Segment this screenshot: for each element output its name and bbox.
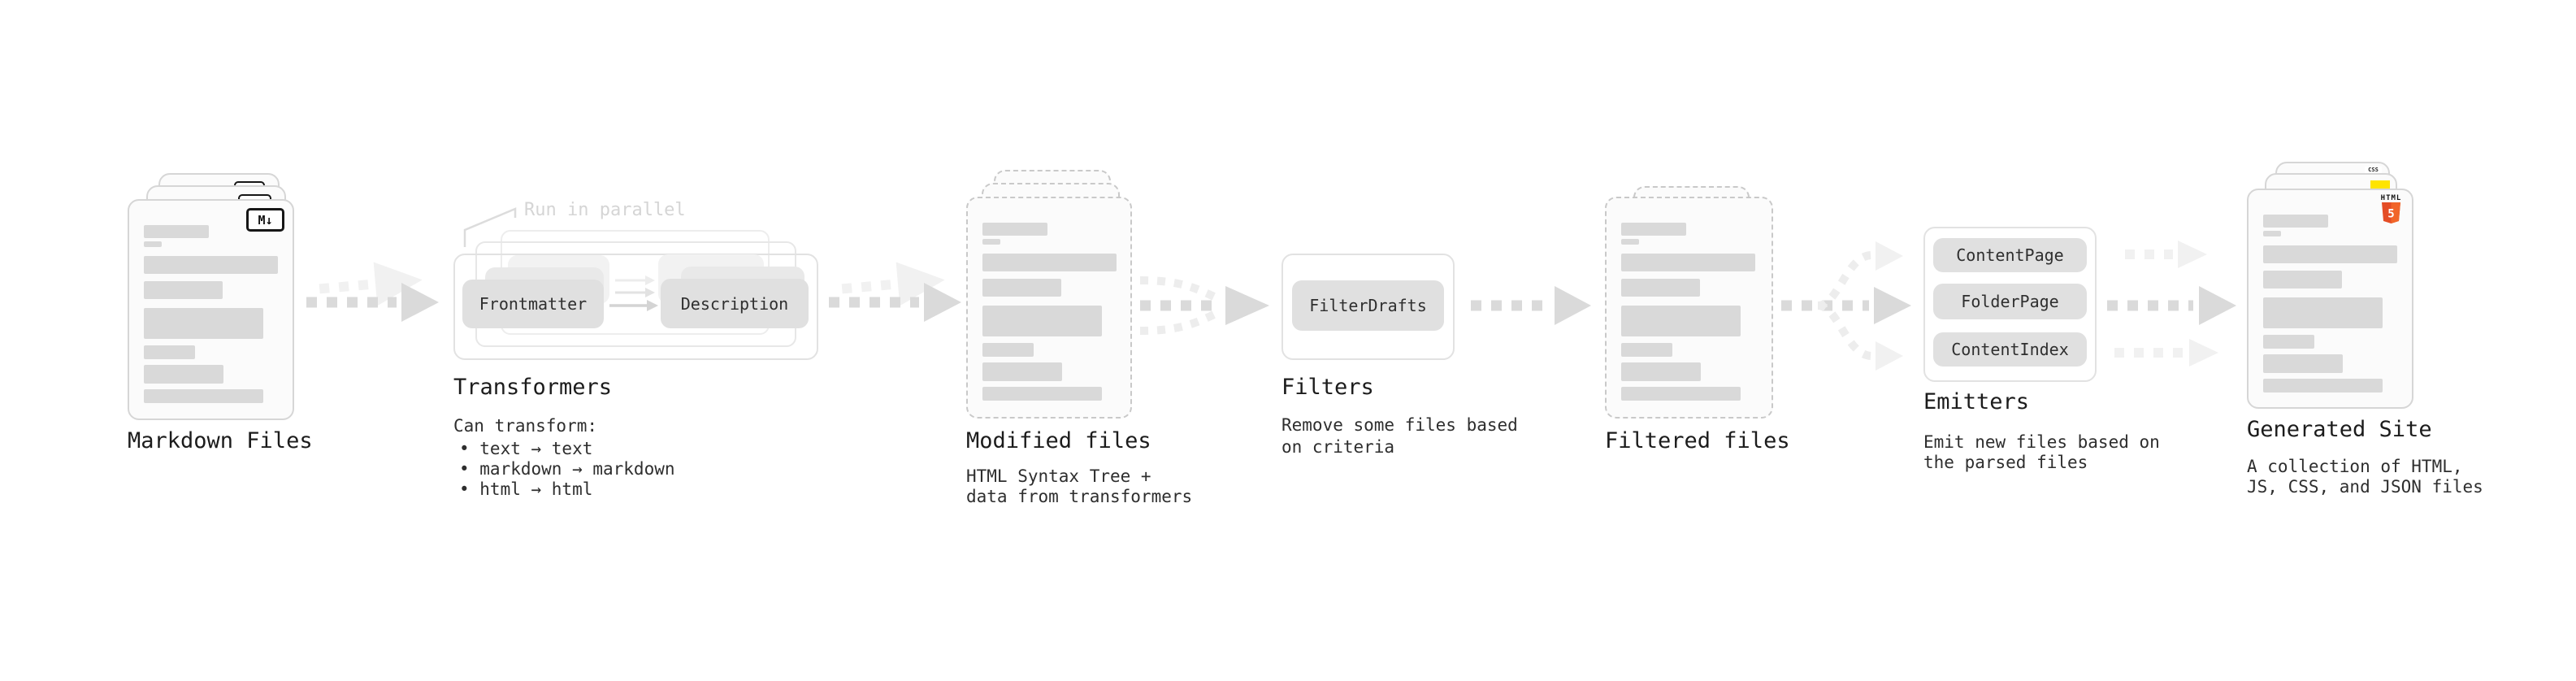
generated-site-label: Generated Site [2247, 417, 2432, 442]
contentindex-emitter-pill: ContentIndex [1933, 332, 2087, 367]
transformer-card [453, 254, 818, 360]
arrows-emitters-to-generated [2107, 241, 2236, 367]
doc-text-bar [1621, 362, 1701, 381]
doc-text-bar [144, 225, 209, 238]
modified-files-label: Modified files [966, 428, 1151, 453]
desc-line: the parsed files [1923, 453, 2088, 472]
arrow-modified-to-filters [1139, 276, 1269, 335]
doc-text-bar [2263, 354, 2343, 373]
modified-file-card [966, 197, 1132, 419]
doc-content [982, 223, 1117, 401]
doc-text-bar [982, 343, 1034, 357]
doc-text-bar [2263, 335, 2314, 349]
desc-line: on criteria [1281, 437, 1395, 457]
doc-text-bar [2263, 297, 2383, 328]
generated-site-desc: A collection of HTML, JS, CSS, and JSON … [2247, 457, 2483, 497]
doc-text-bar [144, 281, 223, 299]
filterdrafts-pill: FilterDrafts [1292, 280, 1444, 331]
emitters-label: Emitters [1923, 389, 2030, 414]
doc-text-bar [144, 241, 162, 247]
arrow-filters-to-filtered [1471, 286, 1591, 325]
doc-text-bar [982, 223, 1047, 236]
doc-text-bar [1621, 387, 1741, 401]
transformers-note-title: Can transform: [453, 416, 598, 436]
emitters-desc: Emit new files based on the parsed files [1923, 432, 2160, 473]
html5-icon: HTML 5 [2380, 194, 2402, 228]
doc-content [144, 225, 278, 403]
transformers-label: Transformers [453, 375, 613, 400]
arrow-markdown-to-transformers [306, 258, 439, 322]
desc-line: Remove some files based [1281, 415, 1518, 435]
doc-text-bar [144, 345, 195, 359]
frontmatter-transformer-pill: Frontmatter [462, 280, 604, 328]
doc-text-bar [982, 239, 1000, 245]
doc-text-bar [144, 389, 263, 403]
doc-text-bar [2263, 231, 2281, 236]
html5-shield: 5 [2382, 202, 2400, 223]
doc-text-bar [1621, 254, 1755, 271]
transformers-notes: • text → text • markdown → markdown • ht… [459, 439, 675, 500]
markdown-icon: M↓ [246, 208, 284, 232]
doc-text-bar [2263, 271, 2342, 288]
modified-files-desc: HTML Syntax Tree + data from transformer… [966, 466, 1192, 507]
markdown-files-label: Markdown Files [128, 428, 313, 453]
doc-text-bar [1621, 306, 1741, 336]
markdown-icon-glyph: M↓ [258, 212, 273, 228]
doc-text-bar [982, 387, 1102, 401]
desc-line: Emit new files based on [1923, 432, 2160, 452]
html-file-card: HTML 5 [2247, 189, 2413, 409]
doc-text-bar [2263, 379, 2383, 393]
doc-content [2263, 215, 2397, 393]
desc-line: JS, CSS, and JSON files [2247, 477, 2483, 497]
html5-number: 5 [2387, 208, 2394, 221]
doc-content [1621, 223, 1757, 401]
javascript-icon [2370, 180, 2390, 189]
doc-text-bar [982, 362, 1062, 381]
arrow-filtered-to-emitters [1781, 241, 1911, 371]
doc-text-bar [2263, 215, 2328, 228]
transform-note: • html → html [459, 479, 593, 499]
doc-text-bar [1621, 279, 1700, 297]
doc-text-bar [144, 256, 278, 274]
arrow-transformers-to-modified [829, 258, 961, 322]
markdown-file-card: M↓ [128, 199, 294, 420]
doc-text-bar [982, 254, 1117, 271]
desc-line: HTML Syntax Tree + [966, 466, 1151, 486]
description-transformer-pill: Description [661, 279, 809, 328]
doc-text-bar [144, 365, 223, 384]
css-icon-text: CSS [2368, 167, 2379, 173]
contentpage-emitter-pill: ContentPage [1933, 238, 2087, 272]
doc-text-bar [1621, 223, 1686, 236]
desc-line: A collection of HTML, [2247, 457, 2463, 476]
desc-line: data from transformers [966, 487, 1193, 506]
run-in-parallel-callout: Run in parallel [524, 200, 686, 220]
transform-note: • text → text [459, 439, 593, 458]
doc-text-bar [1621, 239, 1639, 245]
transform-note: • markdown → markdown [459, 459, 675, 479]
filters-desc: Remove some files based on criteria [1281, 414, 1518, 458]
doc-text-bar [144, 308, 263, 339]
filters-label: Filters [1281, 375, 1374, 400]
doc-text-bar [1621, 343, 1672, 357]
filtered-files-label: Filtered files [1605, 428, 1790, 453]
filtered-file-card [1605, 197, 1773, 419]
folderpage-emitter-pill: FolderPage [1933, 284, 2087, 319]
html5-icon-word: HTML [2380, 194, 2402, 202]
doc-text-bar [982, 279, 1061, 297]
doc-text-bar [982, 306, 1102, 336]
doc-text-bar [2263, 245, 2397, 263]
